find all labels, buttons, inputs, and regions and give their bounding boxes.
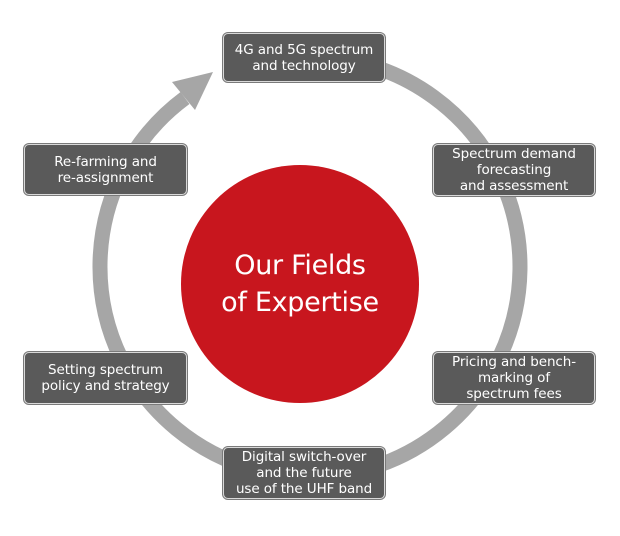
field-box-demand-forecasting: Spectrum demand forecasting and assessme… — [433, 144, 595, 196]
field-label: Setting spectrum policy and strategy — [41, 362, 170, 394]
field-label: Re-farming and re-assignment — [54, 153, 157, 186]
field-box-pricing-benchmarking: Pricing and bench- marking of spectrum f… — [433, 352, 595, 404]
field-label: Pricing and bench- marking of spectrum f… — [452, 354, 576, 402]
field-label: Digital switch-over and the future use o… — [235, 449, 373, 497]
field-box-refarming: Re-farming and re-assignment — [24, 144, 187, 195]
field-box-4g-5g: 4G and 5G spectrum and technology — [223, 33, 385, 82]
center-title: Our Fields of Expertise — [221, 250, 379, 318]
center-circle: Our Fields of Expertise — [181, 165, 419, 403]
field-box-spectrum-policy: Setting spectrum policy and strategy — [24, 352, 187, 404]
field-label: 4G and 5G spectrum and technology — [234, 41, 374, 74]
clockwise-arrow-icon — [172, 72, 213, 110]
field-label: Spectrum demand forecasting and assessme… — [452, 146, 576, 194]
field-box-digital-switchover: Digital switch-over and the future use o… — [223, 447, 385, 499]
